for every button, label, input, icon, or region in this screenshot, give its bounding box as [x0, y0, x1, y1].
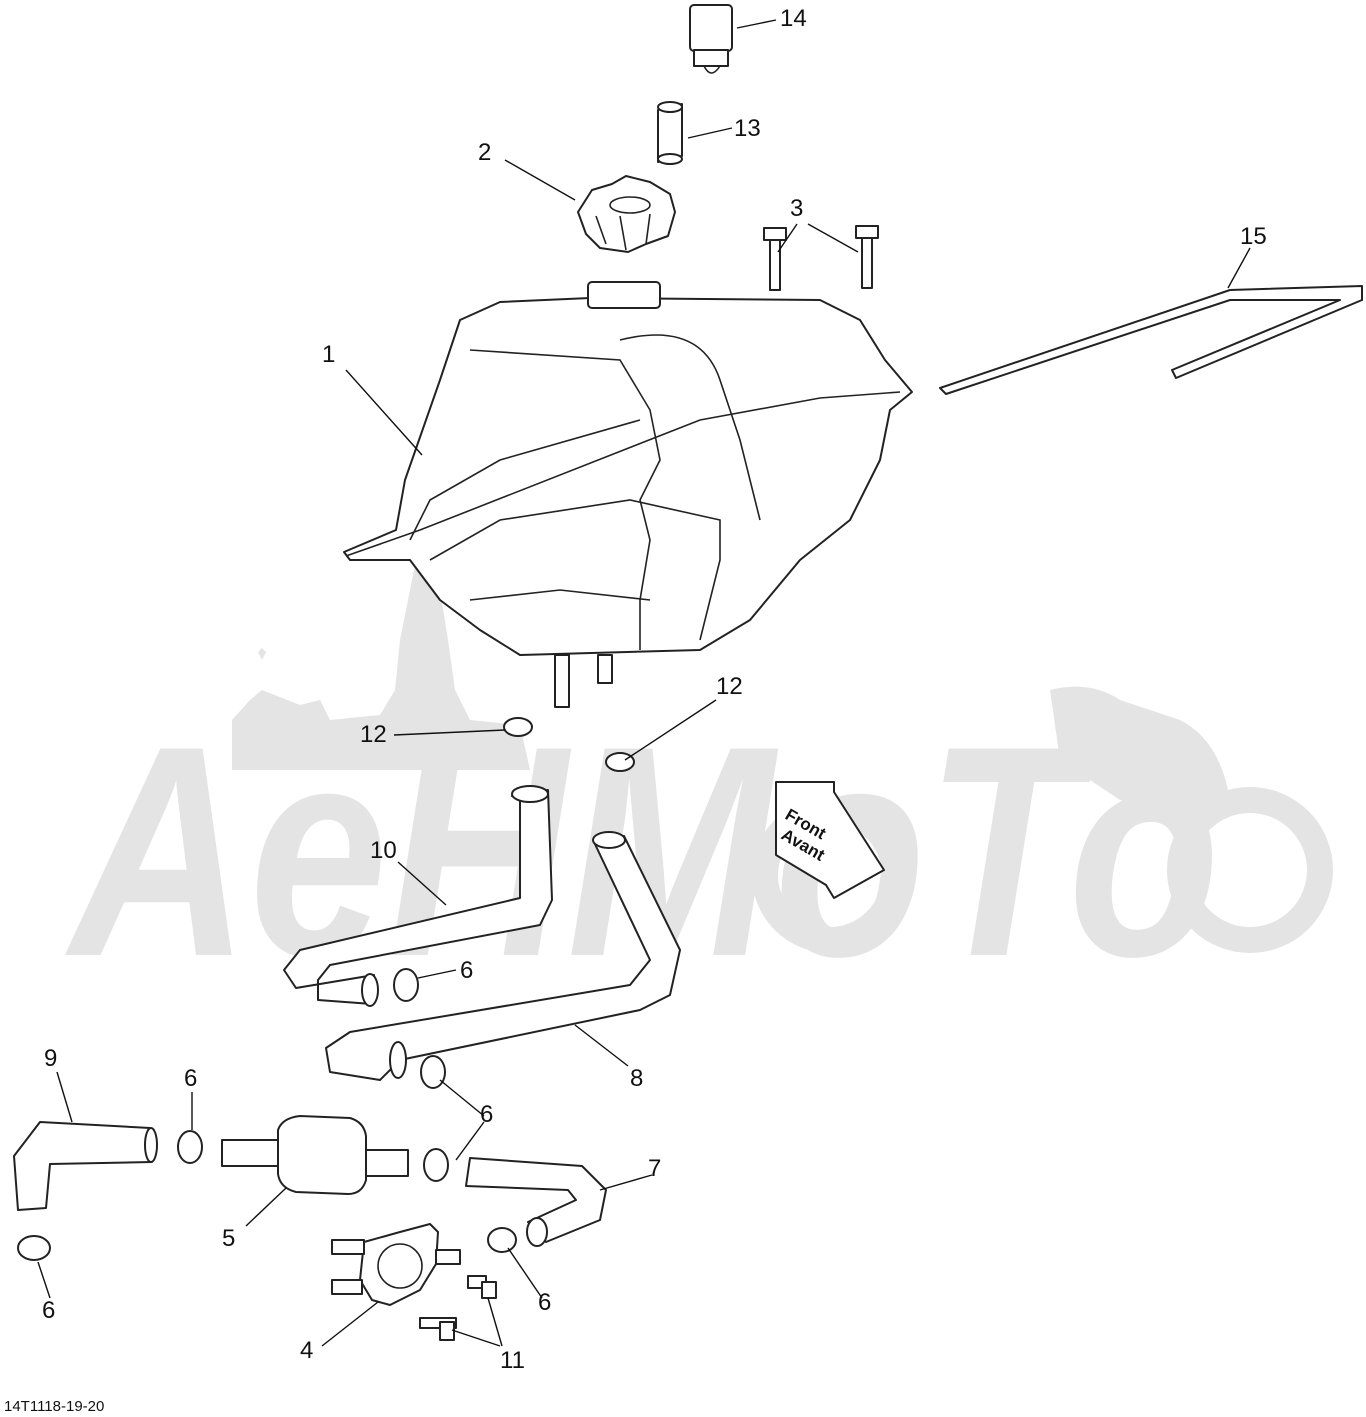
- callout-1: 1: [322, 341, 335, 368]
- callout-10: 10: [370, 837, 397, 864]
- part-12-clamps: [503, 717, 635, 772]
- watermark-spire: [232, 510, 530, 770]
- callout-12a: 12: [360, 721, 387, 748]
- part-13-hose: [657, 101, 683, 165]
- callout-14: 14: [780, 5, 807, 32]
- callout-6b: 6: [184, 1065, 197, 1092]
- part-1-fuel-tank: [343, 281, 913, 708]
- part-11-screws: [419, 1275, 497, 1341]
- callout-8: 9: [44, 1045, 57, 1072]
- part-6-clamps: [17, 968, 517, 1261]
- part-3-bolts: [763, 225, 879, 291]
- callout-6c: 6: [480, 1101, 493, 1128]
- callout-7: 8: [630, 1065, 643, 1092]
- part-8-hose: [13, 1121, 158, 1211]
- callout-15: 15: [1240, 223, 1267, 250]
- callout-3: 3: [790, 195, 803, 222]
- part-9-hose: [465, 1157, 607, 1247]
- leader-lines: [37, 19, 1251, 1347]
- callout-labels: 14 13 2 3 15 1 12 12 10 6 8 9 6 6 7 5 6 …: [42, 5, 1267, 1374]
- front-arrow: Front Avant: [775, 781, 885, 899]
- callout-5: 5: [222, 1225, 235, 1252]
- callout-6a: 6: [460, 957, 473, 984]
- part-2-fuel-cap: [577, 175, 676, 253]
- reference-code: 14T1118-19-20: [4, 1398, 104, 1415]
- callout-2: 2: [478, 139, 491, 166]
- callout-6d: 6: [538, 1289, 551, 1316]
- part-7-hose: [325, 831, 681, 1081]
- callout-13: 13: [734, 115, 761, 142]
- part-5-fuel-filter: [221, 1115, 409, 1195]
- callout-9: 7: [648, 1155, 661, 1182]
- callout-11: 11: [500, 1347, 525, 1374]
- callout-12b: 12: [716, 673, 743, 700]
- part-15-strip: [939, 285, 1363, 395]
- part-4-fuel-valve: [331, 1223, 461, 1306]
- part-10-hose: [283, 785, 553, 1007]
- watermark-motorcycle: [1050, 686, 1230, 820]
- part-14-gauge: [689, 4, 733, 74]
- watermark-text: AeHMoTo: [62, 683, 1220, 1019]
- watermark: AeHMoTo: [62, 510, 1333, 1019]
- callout-6e: 6: [42, 1297, 55, 1324]
- callout-4: 4: [300, 1337, 313, 1364]
